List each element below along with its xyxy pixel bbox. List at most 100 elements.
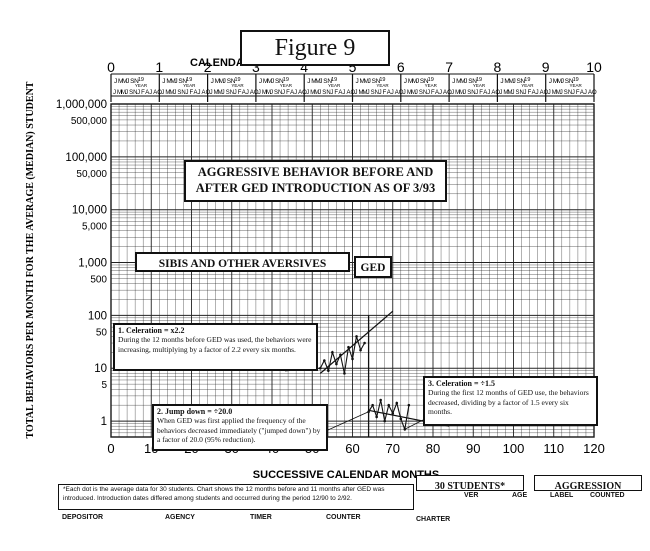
month-letter: N: [279, 78, 284, 85]
month-letter: J: [416, 78, 419, 85]
month-letter: J: [572, 90, 575, 96]
data-point: [383, 419, 387, 423]
data-point: [379, 398, 382, 402]
y-axis-label: TOTAL BEHAVIORS PER MONTH FOR THE AVERAG…: [25, 81, 36, 438]
year-mark: 19: [379, 77, 385, 83]
month-letter: N: [278, 90, 282, 96]
month-letter: J: [464, 78, 467, 85]
month-letter: S: [372, 78, 377, 85]
year-mark: 19: [186, 77, 192, 83]
y-tick-label: 100,000: [65, 152, 107, 164]
month-letter: A: [346, 90, 350, 96]
month-letter: A: [290, 90, 294, 96]
year-mark: YEAR: [521, 83, 534, 88]
ged-label-box: GED: [354, 256, 392, 278]
chart-title: AGGRESSIVE BEHAVIOR BEFORE AND AFTER GED…: [195, 165, 436, 195]
month-letter: J: [318, 90, 321, 96]
month-letter: S: [419, 90, 423, 96]
month-letter: M: [122, 78, 127, 85]
month-letter: M: [408, 78, 413, 85]
month-letter: J: [270, 90, 273, 96]
month-letter: J: [379, 90, 382, 96]
month-letter: J: [500, 78, 503, 85]
month-letter: J: [561, 78, 564, 85]
aggression-box: AGGRESSION: [534, 475, 642, 492]
month-letter: M: [364, 78, 369, 85]
month-letter: A: [242, 90, 246, 96]
y-tick-label: 50: [96, 327, 108, 338]
footer-counter: COUNTER: [326, 514, 361, 521]
y-tick-label: 10,000: [72, 205, 107, 217]
year-mark: 19: [234, 77, 240, 83]
month-letter: J: [524, 90, 527, 96]
month-letter: M: [455, 90, 460, 96]
month-letter: N: [231, 78, 236, 85]
month-letter: A: [202, 90, 206, 96]
month-letter: O: [447, 90, 452, 96]
month-letter: J: [294, 90, 297, 96]
footer-timer: TIMER: [250, 514, 272, 521]
data-point: [351, 357, 354, 361]
footer-label: LABEL: [550, 492, 574, 499]
year-mark: YEAR: [376, 83, 389, 88]
month-letter: M: [266, 90, 271, 96]
month-letter: J: [368, 78, 371, 85]
month-letter: F: [431, 90, 435, 96]
month-letter: M: [553, 78, 558, 85]
top-tick-label: 3: [252, 59, 260, 75]
month-letter: M: [314, 90, 319, 96]
month-letter: J: [137, 90, 140, 96]
month-letter: J: [319, 78, 322, 85]
month-letter: J: [246, 90, 249, 96]
month-letter: A: [443, 90, 447, 96]
month-letter: J: [439, 90, 442, 96]
month-letter: M: [407, 90, 412, 96]
y-tick-label: 50,000: [76, 169, 107, 180]
data-point: [363, 341, 366, 345]
top-tick-label: 6: [397, 59, 405, 75]
year-mark: YEAR: [473, 83, 486, 88]
month-letter: M: [456, 78, 461, 85]
x-tick-label: 80: [426, 441, 440, 456]
year-mark: 19: [476, 77, 482, 83]
year-mark: YEAR: [328, 83, 341, 88]
month-letter: J: [173, 90, 176, 96]
year-mark: 19: [524, 77, 530, 83]
series-line-before-ged: [319, 336, 366, 374]
data-point: [327, 369, 330, 372]
month-letter: A: [580, 90, 584, 96]
footer-agency: AGENCY: [165, 514, 195, 521]
month-letter: J: [475, 90, 478, 96]
month-letter: J: [584, 90, 587, 96]
data-point: [407, 403, 411, 407]
footer-counted: COUNTED: [590, 492, 625, 499]
month-letter: J: [403, 90, 406, 96]
month-letter: A: [194, 90, 198, 96]
month-letter: S: [516, 90, 520, 96]
x-tick-label: 70: [386, 441, 400, 456]
year-mark: YEAR: [183, 83, 196, 88]
month-letter: J: [342, 90, 345, 96]
month-letter: F: [238, 90, 242, 96]
month-letter: N: [182, 78, 187, 85]
year-mark: 19: [428, 77, 434, 83]
data-point: [359, 348, 362, 352]
month-letter: M: [118, 78, 123, 85]
x-tick-label: 0: [107, 441, 114, 456]
month-letter: J: [222, 90, 225, 96]
month-letter: N: [326, 90, 330, 96]
month-letter: S: [129, 90, 133, 96]
month-letter: S: [226, 90, 230, 96]
celeration-line-before: [319, 310, 394, 374]
top-tick-label: 10: [586, 59, 602, 75]
month-letter: J: [451, 90, 454, 96]
month-letter: A: [298, 90, 302, 96]
month-letter: J: [356, 78, 359, 85]
month-letter: M: [215, 78, 220, 85]
month-letter: N: [181, 90, 185, 96]
month-letter: J: [391, 90, 394, 96]
figure-title-box: Figure 9: [240, 30, 390, 66]
note-3-leader: [404, 419, 424, 430]
data-point: [395, 401, 399, 405]
